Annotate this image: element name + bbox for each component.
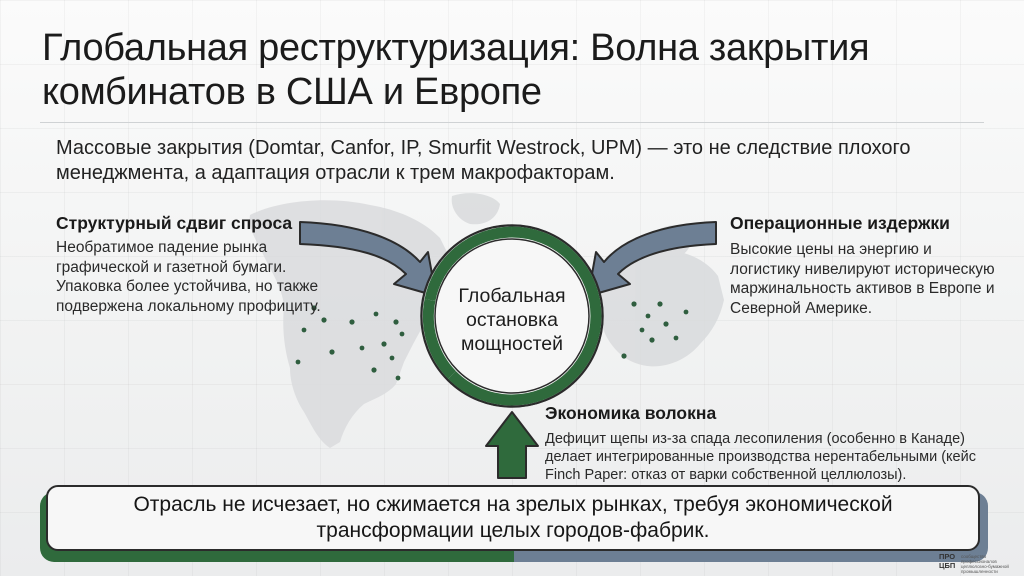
factor-costs-text: Высокие цены на энергию и логистику ниве… [730,241,995,317]
closure-dot [329,349,335,355]
center-ring-inner-line [434,238,590,394]
closure-dot [349,319,355,325]
closure-dot [621,353,627,359]
closure-dot [295,359,301,365]
closure-dot [657,301,663,307]
closure-dot [395,375,401,381]
factor-costs: Операционные издержки Высокие цены на эн… [730,212,995,318]
closure-dot [373,311,379,317]
closure-dot [399,331,405,337]
factor-demand: Структурный сдвиг спроса Необратимое пад… [56,212,326,316]
closure-dot [359,345,365,351]
factor-fiber: Экономика волокна Дефицит щепы из-за спа… [545,402,985,484]
closure-dot [393,319,399,325]
title-divider [40,122,984,123]
closure-dot [639,327,645,333]
factor-fiber-text: Дефицит щепы из-за спада лесопиления (ос… [545,431,976,483]
subtitle: Массовые закрытия (Domtar, Canfor, IP, S… [56,137,911,184]
conclusion-banner [46,485,980,551]
closure-dot [371,367,377,373]
factor-demand-title: Структурный сдвиг спроса [56,213,293,233]
closure-dot [311,305,317,311]
closure-dot [663,321,669,327]
map-europe [598,248,724,367]
brand-logo: ПРО ЦБП сообщество профессионалов целлюл… [939,552,1019,574]
brand-logo-text: сообщество профессионалов целлюлозно-бум… [961,554,1009,574]
conclusion-text: Отрасль не исчезает, но сжимается на зре… [133,493,893,542]
brand-logo-line2: ЦБП [939,561,956,570]
center-ring-top-arc [424,226,513,302]
center-label: Глобальная остановка мощностей [458,285,566,355]
factor-costs-title: Операционные издержки [730,213,950,233]
closure-dot [645,313,651,319]
closure-dot [649,337,655,343]
center-ring-slate-arc [448,371,513,406]
closure-dot [301,327,307,333]
factor-fiber-title: Экономика волокна [545,403,717,423]
page-title: Глобальная реструктуризация: Волна закры… [42,27,870,113]
map-greenland [451,193,500,225]
center-ring-green-arc [511,226,602,406]
center-ring-green-arc-left [422,298,457,379]
factor-demand-text: Необратимое падение рынка графической и … [56,239,321,315]
closure-dot [381,341,387,347]
closure-dot [673,335,679,341]
arrow-fiber [485,411,539,479]
center-ring-outer-line [420,224,604,408]
closure-dot [683,309,689,315]
closure-dot [321,317,327,323]
brand-logo-line1: ПРО [939,552,956,561]
brand-logo-mark: ПРО ЦБП [939,552,958,572]
closure-dot [631,301,637,307]
closure-dot [389,355,395,361]
closure-dots [295,301,689,381]
